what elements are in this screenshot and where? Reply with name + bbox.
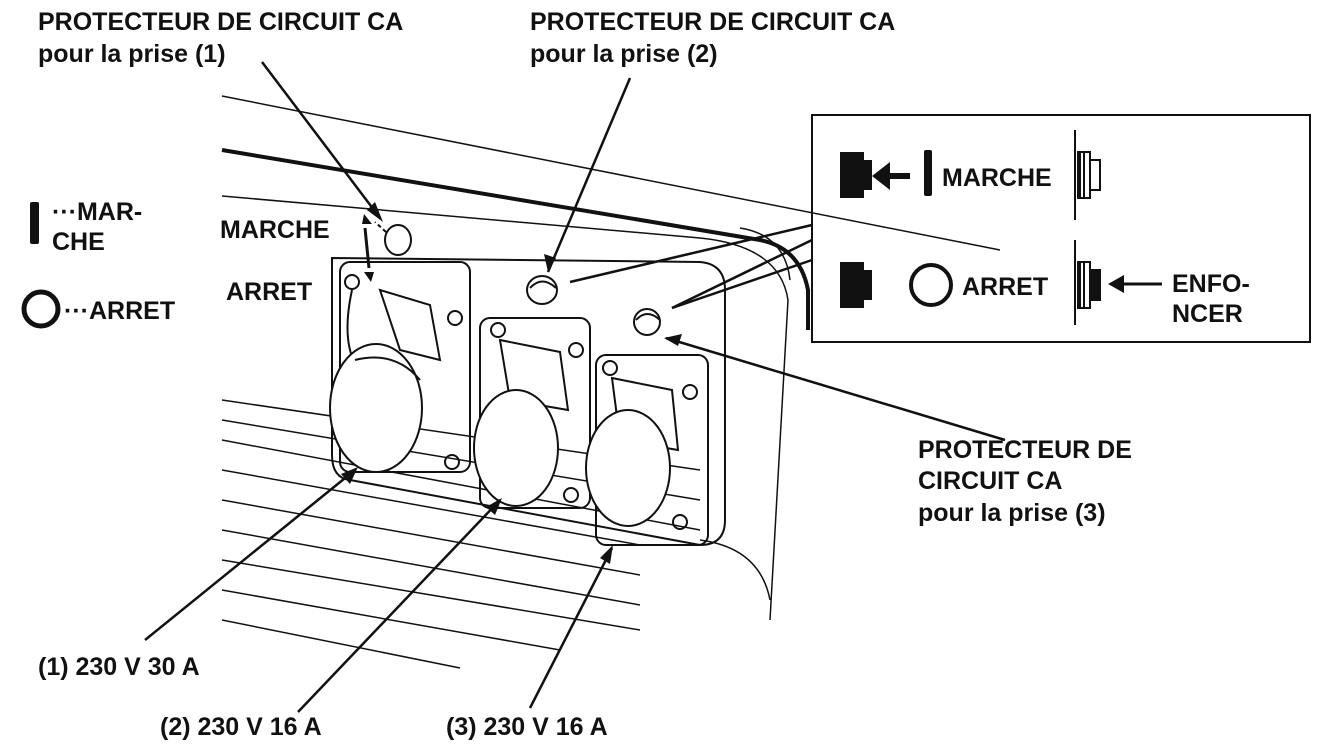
protector-3-title-2: CIRCUIT CA bbox=[918, 467, 1062, 495]
leader-arrowheads bbox=[341, 202, 682, 564]
legend-on-label-1: ···MAR- bbox=[52, 198, 142, 226]
labels: PROTECTEUR DE CIRCUIT CA pour la prise (… bbox=[38, 8, 1250, 741]
outlet-2-230v-16a bbox=[473, 317, 591, 509]
protector-3-subtitle: pour la prise (3) bbox=[918, 499, 1106, 527]
switch-on-label: MARCHE bbox=[220, 216, 330, 244]
protector-3-title: PROTECTEUR DE bbox=[918, 436, 1132, 464]
protector-2-title: PROTECTEUR DE CIRCUIT CA bbox=[530, 8, 895, 36]
on-off-double-arrow bbox=[362, 214, 374, 282]
protector-1-subtitle: pour la prise (1) bbox=[38, 40, 226, 68]
outlet-1-label: (1) 230 V 30 A bbox=[38, 653, 200, 681]
off-circle-icon bbox=[909, 263, 953, 307]
protector-2-subtitle: pour la prise (2) bbox=[530, 40, 718, 68]
breaker-state-inset bbox=[811, 114, 1311, 343]
outlet-2-label: (2) 230 V 16 A bbox=[160, 713, 322, 741]
button-side-extended-icon bbox=[1074, 130, 1101, 220]
inset-on-label: MARCHE bbox=[942, 164, 1052, 192]
protector-1-title: PROTECTEUR DE CIRCUIT CA bbox=[38, 8, 403, 36]
generator-housing bbox=[221, 95, 1001, 669]
inset-off-label: ARRET bbox=[962, 273, 1048, 301]
breaker-button-2[interactable] bbox=[526, 275, 558, 305]
breaker-button-3[interactable] bbox=[633, 308, 661, 336]
leader-lines bbox=[144, 61, 1006, 713]
legend-on-label-2: CHE bbox=[52, 228, 105, 256]
inset-push-label-1: ENFO- bbox=[1172, 270, 1250, 298]
outlet-1-230v-30a bbox=[329, 261, 471, 473]
inset-push-label-2: NCER bbox=[1172, 300, 1243, 328]
switch-panel-plate bbox=[331, 256, 726, 547]
outlet-3-230v-16a bbox=[585, 354, 709, 546]
inset-on-row bbox=[840, 130, 1101, 220]
legend-off-label: ···ARRET bbox=[64, 297, 175, 325]
outlet-3-label: (3) 230 V 16 A bbox=[446, 713, 608, 741]
breaker-button-1[interactable] bbox=[374, 221, 412, 256]
push-arrow-icon bbox=[1108, 275, 1124, 293]
switch-off-label: ARRET bbox=[226, 278, 312, 306]
inset-off-row bbox=[840, 240, 1162, 325]
on-bar-icon bbox=[924, 150, 932, 196]
legend-on-icon bbox=[30, 202, 39, 244]
legend-off-icon bbox=[21, 289, 61, 329]
button-side-pressed-icon bbox=[1074, 240, 1101, 325]
left-arrow-icon bbox=[872, 162, 890, 190]
